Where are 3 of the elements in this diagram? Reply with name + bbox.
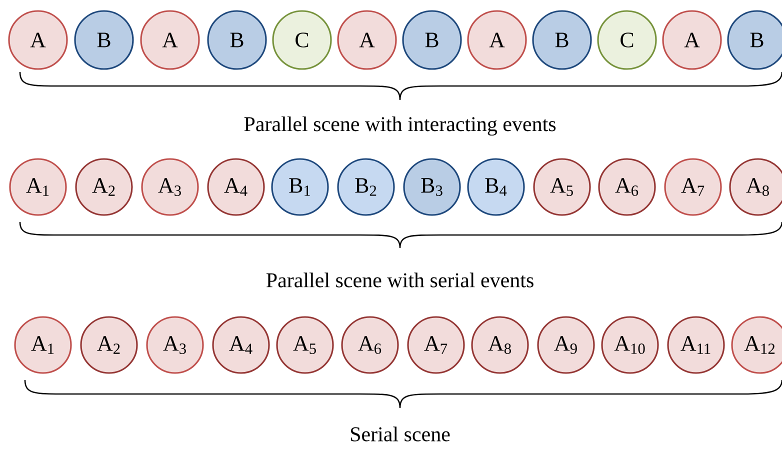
row-caption: Parallel scene with serial events bbox=[266, 272, 534, 288]
row-caption: Parallel scene with interacting events bbox=[244, 116, 556, 136]
row-caption: Serial scene bbox=[350, 426, 450, 442]
